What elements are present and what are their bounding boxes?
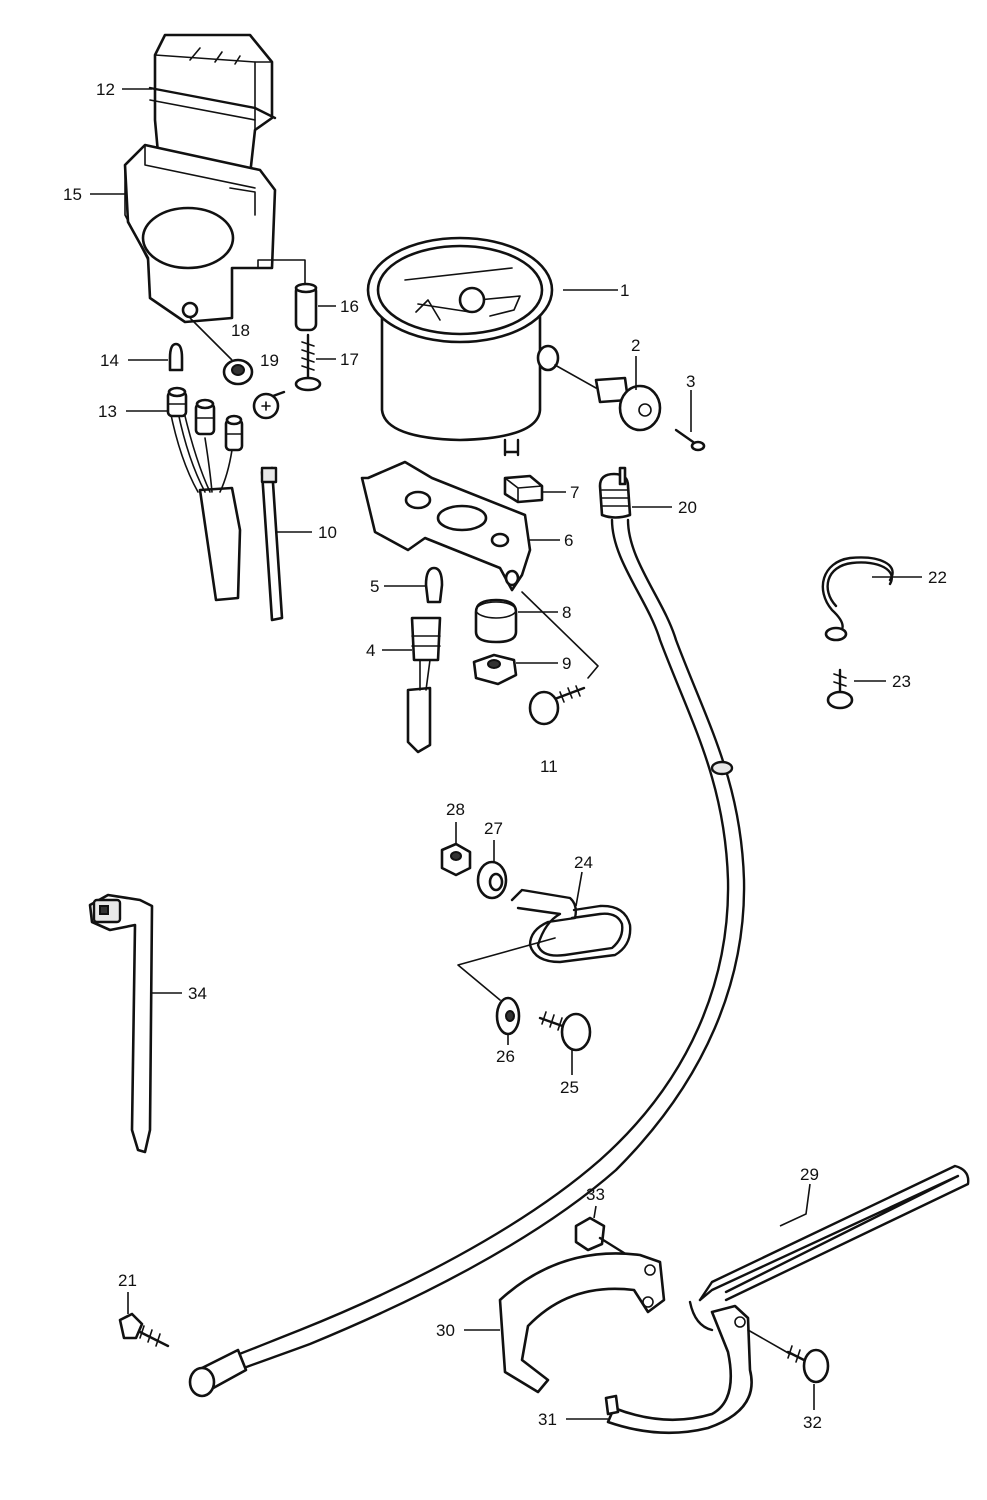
callout-10: 10 <box>318 523 337 542</box>
part-20-speedometer-cable <box>188 466 746 1398</box>
callout-33: 33 <box>586 1185 605 1204</box>
callout-12: 12 <box>96 80 115 99</box>
callout-29: 29 <box>800 1165 819 1184</box>
callout-19: 19 <box>260 351 279 370</box>
part-26-washer <box>495 996 521 1036</box>
part-32-bolt <box>747 1329 830 1384</box>
part-8-grommet <box>474 598 518 644</box>
callout-6: 6 <box>564 531 573 550</box>
callout-4: 4 <box>366 641 375 660</box>
callout-7: 7 <box>570 483 579 502</box>
part-16-bulb-sleeve <box>294 282 318 332</box>
callout-13: 13 <box>98 402 117 421</box>
part-19-screw <box>252 390 286 420</box>
callout-27: 27 <box>484 819 503 838</box>
callout-labels: 12 15 1 2 3 16 17 18 19 14 13 10 7 6 5 8… <box>63 80 947 1432</box>
part-5-bulb <box>424 566 444 604</box>
callout-16: 16 <box>340 297 359 316</box>
part-24-wire-bracket <box>510 888 632 964</box>
callout-20: 20 <box>678 498 697 517</box>
part-10-cable-tie <box>260 466 284 622</box>
part-23-screw <box>826 668 854 710</box>
callout-17: 17 <box>340 350 359 369</box>
assembly-line-24-26 <box>457 937 556 1001</box>
part-7-cushion <box>503 474 544 504</box>
callout-21: 21 <box>118 1271 137 1290</box>
part-25-bolt <box>538 1011 592 1052</box>
leader-lines <box>90 88 922 1420</box>
callout-15: 15 <box>63 185 82 204</box>
callout-28: 28 <box>446 800 465 819</box>
callout-14: 14 <box>100 351 119 370</box>
callout-26: 26 <box>496 1047 515 1066</box>
part-1-meter <box>366 236 560 457</box>
callout-5: 5 <box>370 577 379 596</box>
leader-15-16 <box>257 259 306 286</box>
part-30-clamp <box>498 1252 666 1394</box>
callout-3: 3 <box>686 372 695 391</box>
callout-31: 31 <box>538 1410 557 1429</box>
part-28-nut <box>440 842 472 877</box>
part-27-washer <box>476 860 508 900</box>
callout-30: 30 <box>436 1321 455 1340</box>
part-18-washer <box>189 317 254 386</box>
part-3-screw <box>674 428 706 452</box>
callout-2: 2 <box>631 336 640 355</box>
callout-11: 11 <box>540 757 558 776</box>
callout-34: 34 <box>188 984 207 1003</box>
part-9-nut <box>472 653 518 686</box>
part-22-wire-clip <box>821 556 894 642</box>
part-34-cable-tie <box>88 893 154 1154</box>
part-14-bulb <box>168 342 184 372</box>
callout-24: 24 <box>574 853 593 872</box>
part-13-socket-harness <box>166 386 244 602</box>
callout-22: 22 <box>928 568 947 587</box>
callout-9: 9 <box>562 654 571 673</box>
part-4-socket <box>406 616 442 754</box>
callout-1: 1 <box>620 281 629 300</box>
callout-18: 18 <box>231 321 250 340</box>
part-2-trip-knob <box>554 364 662 432</box>
part-17-screw <box>294 333 322 392</box>
assembly-line-6-11 <box>521 591 599 679</box>
part-31-clamp <box>604 1304 753 1435</box>
part-11-bolt <box>528 685 586 726</box>
callout-25: 25 <box>560 1078 579 1097</box>
part-6-bracket <box>360 460 532 592</box>
callout-8: 8 <box>562 603 571 622</box>
part-21-bolt <box>118 1312 170 1348</box>
callout-23: 23 <box>892 672 911 691</box>
part-29-wire-stay <box>688 1164 970 1332</box>
callout-32: 32 <box>803 1413 822 1432</box>
part-15-switch-housing <box>123 143 277 324</box>
